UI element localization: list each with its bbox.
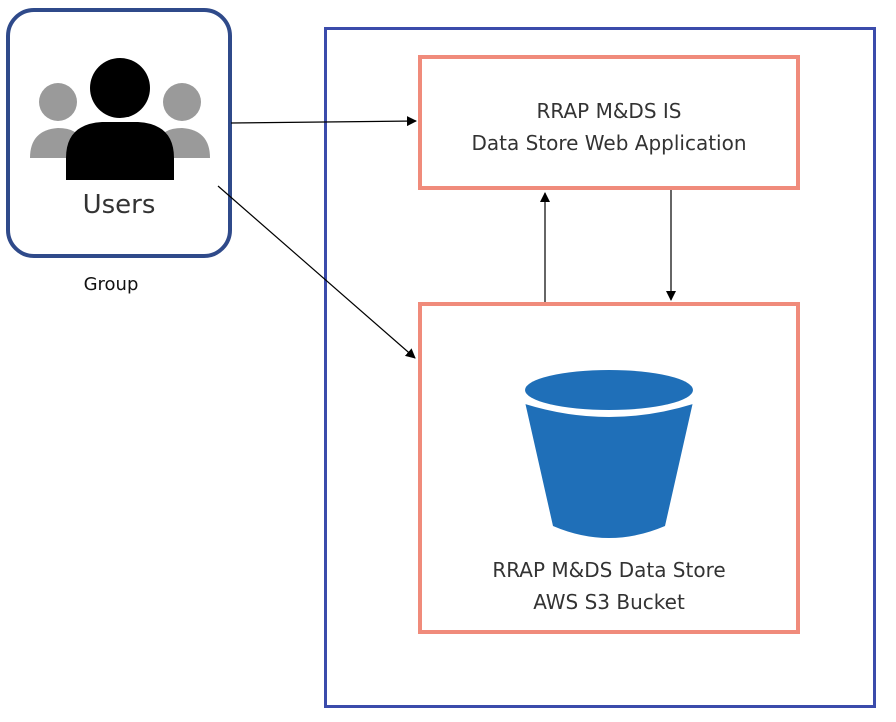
s3-bucket-icon (525, 370, 693, 538)
group-caption: Group (83, 274, 139, 295)
data-store-box[interactable]: RRAP M&DS Data Store AWS S3 Bucket (418, 302, 800, 634)
data-store-subtitle: AWS S3 Bucket (533, 590, 685, 614)
users-group-box[interactable]: Users (6, 8, 232, 258)
data-store-label: RRAP M&DS Data Store AWS S3 Bucket (422, 554, 796, 618)
web-application-subtitle: Data Store Web Application (471, 131, 747, 155)
system-boundary (324, 27, 876, 708)
users-group-icon (30, 58, 210, 180)
web-application-title: RRAP M&DS IS (536, 99, 682, 123)
users-label: Users (82, 190, 156, 220)
web-application-label: RRAP M&DS IS Data Store Web Application (422, 95, 796, 159)
web-application-box[interactable]: RRAP M&DS IS Data Store Web Application (418, 55, 800, 190)
data-store-title: RRAP M&DS Data Store (492, 558, 726, 582)
